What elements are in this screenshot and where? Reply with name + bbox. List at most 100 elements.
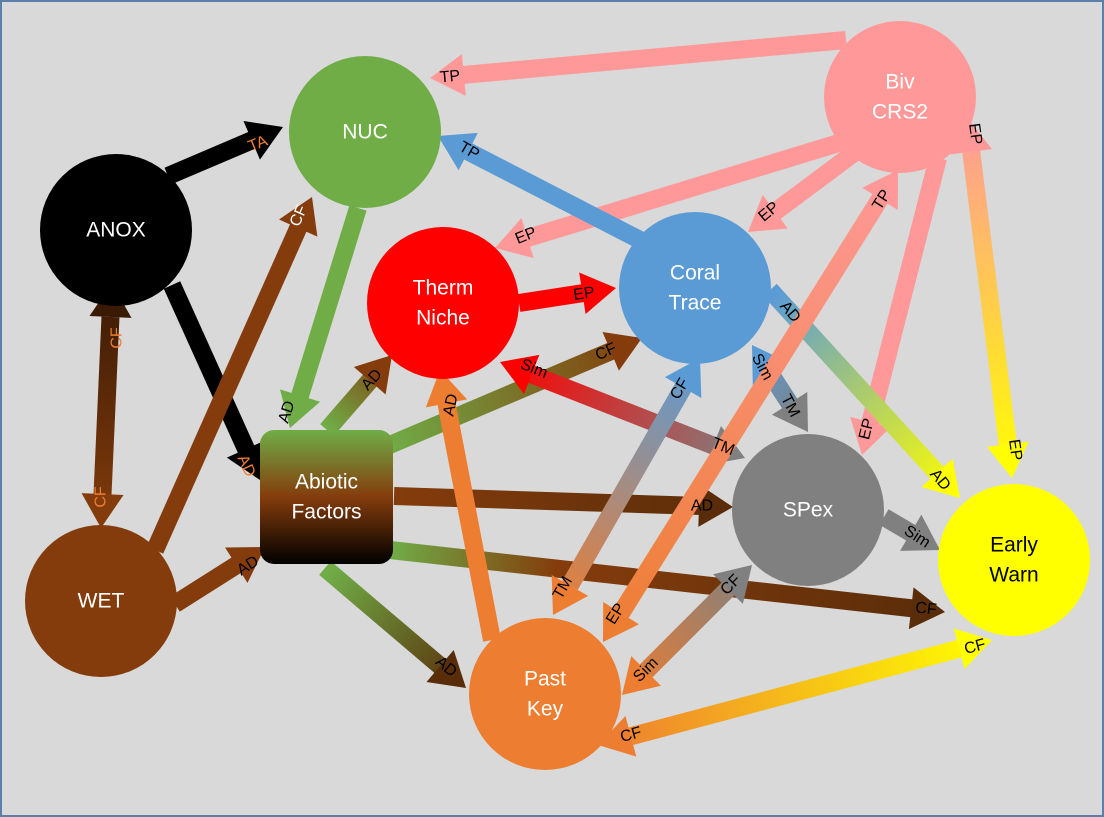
edge-line bbox=[562, 381, 692, 590]
node-label: ANOX bbox=[86, 219, 146, 242]
node-label: Past bbox=[524, 668, 566, 691]
edge-line bbox=[522, 133, 845, 248]
node-spex[interactable]: SPex bbox=[732, 434, 884, 586]
node-nuc[interactable]: NUC bbox=[289, 56, 441, 208]
arrowhead bbox=[950, 118, 993, 155]
arrowhead bbox=[500, 354, 540, 394]
edge-line bbox=[462, 142, 645, 249]
edge-coral-nuc bbox=[438, 132, 645, 249]
edge-biv-spex bbox=[850, 155, 947, 455]
edge-biv-nuc bbox=[430, 31, 847, 96]
arrowhead bbox=[81, 493, 124, 528]
edge-line bbox=[962, 150, 1017, 448]
node-label: Factors bbox=[291, 501, 361, 524]
arrowhead bbox=[353, 355, 392, 395]
edge-label: EP bbox=[965, 122, 985, 146]
arrowhead bbox=[438, 132, 478, 171]
edge-therm-coral bbox=[517, 272, 616, 314]
arrowhead bbox=[664, 358, 702, 398]
edge-abiotic-therm bbox=[320, 355, 392, 436]
edge-past-early bbox=[598, 628, 992, 757]
edge-label: CF bbox=[915, 599, 938, 618]
arrowhead bbox=[921, 458, 960, 498]
node-shape bbox=[289, 56, 441, 208]
edge-nuc-abiotic bbox=[279, 205, 367, 428]
node-anox[interactable]: ANOX bbox=[40, 154, 192, 306]
edge-line bbox=[861, 155, 947, 427]
edge-line bbox=[517, 283, 586, 312]
arrowhead bbox=[953, 628, 992, 670]
edge-abiotic-past bbox=[319, 561, 466, 688]
arrowhead bbox=[225, 547, 265, 583]
edge-line bbox=[879, 509, 918, 542]
edge-line bbox=[461, 31, 847, 85]
arrowhead bbox=[425, 370, 468, 408]
arrowhead bbox=[603, 602, 639, 642]
arrowhead bbox=[551, 575, 589, 615]
edge-label: CF bbox=[109, 327, 126, 349]
edge-line bbox=[437, 399, 501, 642]
arrowhead bbox=[771, 392, 808, 432]
edge-past-biv bbox=[603, 170, 898, 642]
node-label: CRS2 bbox=[872, 101, 928, 124]
edge-label: TP bbox=[439, 68, 461, 87]
edge-line bbox=[93, 316, 120, 497]
node-label: NUC bbox=[342, 121, 388, 144]
node-label: Warn bbox=[989, 564, 1038, 587]
edge-line bbox=[393, 487, 702, 515]
edge-line bbox=[164, 131, 258, 185]
node-shape bbox=[619, 212, 771, 364]
edge-label: AD bbox=[440, 392, 461, 417]
arrowhead bbox=[598, 715, 637, 757]
edge-biv-early bbox=[950, 118, 1029, 478]
node-shape bbox=[260, 430, 393, 564]
arrowhead bbox=[986, 441, 1029, 478]
edge-label: EP bbox=[856, 417, 878, 442]
arrowhead bbox=[748, 194, 788, 232]
arrowhead bbox=[908, 587, 945, 630]
edge-past-therm bbox=[425, 370, 501, 642]
node-label: WET bbox=[78, 590, 125, 613]
arrowhead bbox=[579, 272, 616, 314]
edge-line bbox=[639, 581, 736, 678]
node-wet[interactable]: WET bbox=[25, 525, 177, 677]
node-shape bbox=[938, 484, 1090, 636]
node-label: Biv bbox=[885, 71, 915, 94]
node-label: Trace bbox=[669, 292, 722, 315]
node-label: Coral bbox=[670, 262, 720, 285]
node-shape bbox=[732, 434, 884, 586]
edge-line bbox=[381, 342, 617, 456]
edge-biv-coral bbox=[748, 142, 864, 232]
arrowhead bbox=[713, 565, 752, 604]
edge-abiotic-coral bbox=[381, 331, 642, 456]
node-shape bbox=[824, 21, 976, 173]
edge-label: EP bbox=[513, 224, 539, 248]
edge-past-coral bbox=[551, 358, 702, 615]
arrowhead bbox=[278, 197, 318, 237]
arrowhead bbox=[426, 649, 466, 688]
edge-label: AD bbox=[691, 498, 713, 515]
node-label: Abiotic bbox=[295, 471, 358, 494]
arrowhead bbox=[622, 656, 661, 695]
node-label: Therm bbox=[413, 277, 474, 300]
edge-label: AD bbox=[275, 399, 298, 425]
node-label: Key bbox=[527, 698, 564, 721]
edge-spex-early bbox=[879, 509, 940, 551]
arrowhead bbox=[900, 514, 940, 551]
node-shape bbox=[367, 227, 519, 379]
arrowhead bbox=[495, 217, 534, 259]
edge-label: EP bbox=[1005, 438, 1025, 462]
edge-line bbox=[163, 281, 256, 455]
edge-line bbox=[628, 639, 964, 745]
arrowhead bbox=[850, 416, 891, 455]
edge-biv-therm bbox=[495, 133, 845, 259]
edges-layer bbox=[81, 31, 1029, 757]
edge-line bbox=[319, 561, 448, 675]
